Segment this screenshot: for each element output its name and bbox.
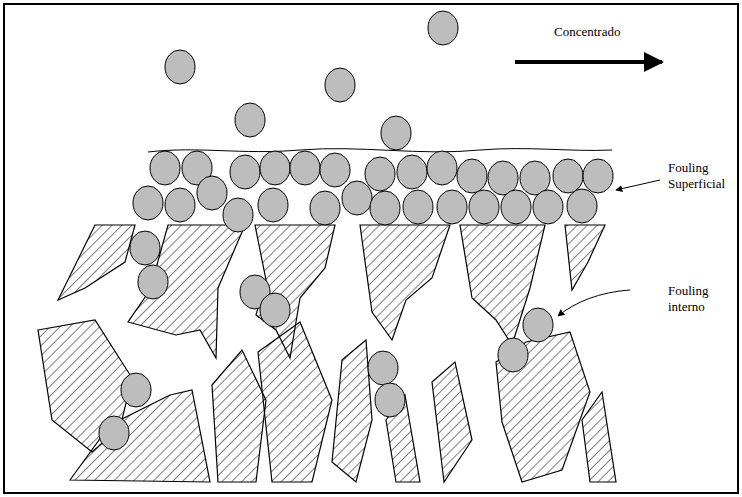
annotation-label: Fouling Superficial: [666, 160, 736, 192]
membrane-piece: [332, 340, 372, 482]
membrane-piece: [496, 332, 590, 482]
flow-arrow: [515, 60, 662, 64]
particle: [381, 116, 411, 150]
particle: [427, 151, 457, 185]
particle: [469, 190, 499, 224]
particle: [165, 188, 195, 222]
membrane-piece: [360, 225, 450, 340]
particle: [99, 416, 129, 450]
particle: [368, 351, 398, 385]
particle: [130, 231, 160, 265]
particle: [583, 159, 613, 193]
leader-line: [558, 290, 630, 316]
particle: [230, 155, 260, 189]
particle: [365, 157, 395, 191]
membrane-piece: [58, 225, 135, 300]
frame: [4, 4, 738, 493]
annotation-label: Fouling interno: [666, 283, 736, 315]
particle: [138, 265, 168, 299]
particle: [165, 50, 195, 84]
particle: [523, 308, 553, 342]
membrane-piece: [565, 225, 605, 290]
particle: [121, 373, 151, 407]
particle: [260, 151, 290, 185]
particle: [375, 383, 405, 417]
particle: [397, 155, 427, 189]
particle: [197, 176, 227, 210]
particles: [99, 11, 613, 450]
particle: [320, 153, 350, 187]
particle: [342, 181, 372, 215]
particle: [258, 188, 288, 222]
particle: [457, 159, 487, 193]
particle: [498, 338, 528, 372]
membrane-piece: [432, 362, 472, 482]
particle: [133, 186, 163, 220]
particle: [235, 103, 265, 137]
particle: [290, 151, 320, 185]
particle: [403, 190, 433, 224]
particle: [223, 198, 253, 232]
annotation-label: Concentrado: [552, 24, 622, 40]
particle: [260, 293, 290, 327]
particle: [428, 11, 458, 45]
particle: [310, 191, 340, 225]
particle: [150, 151, 180, 185]
particle: [553, 159, 583, 193]
membrane-piece: [38, 320, 132, 452]
particle: [567, 189, 597, 223]
particle: [437, 190, 467, 224]
particle: [325, 68, 355, 102]
particle: [533, 190, 563, 224]
membrane-piece: [128, 225, 245, 358]
membrane-piece: [212, 350, 266, 482]
membrane-piece: [258, 322, 332, 482]
particle: [370, 191, 400, 225]
membrane-structure: [38, 225, 616, 482]
leader-line: [616, 180, 660, 190]
membrane-piece: [582, 392, 616, 482]
particle: [501, 190, 531, 224]
boundary-line: [148, 149, 612, 152]
